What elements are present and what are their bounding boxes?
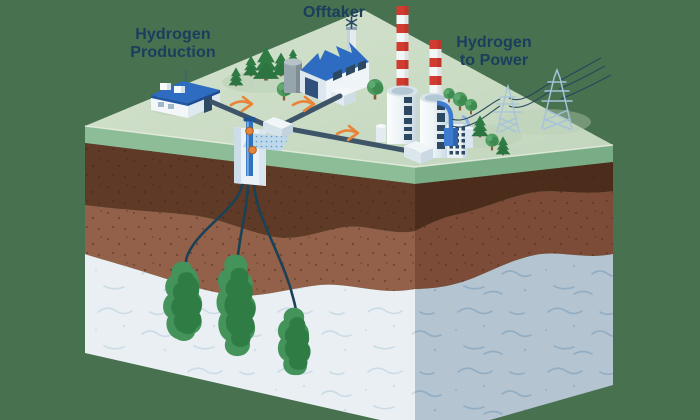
valve-handwheel-icon: [248, 145, 257, 155]
cooling-tower: [387, 85, 418, 144]
surface-pipeline: [209, 93, 417, 155]
soil-dark-front-speckle: [85, 143, 415, 238]
striped-chimney: [429, 40, 442, 98]
soil-dark-right-speckle: [415, 162, 613, 231]
storage-tank: [284, 58, 302, 93]
cavern-right: [277, 307, 311, 376]
hydrogen-production-building: [151, 70, 220, 118]
transmission-pylons: [451, 57, 612, 133]
cavern-left: [163, 261, 203, 341]
label-line: Offtaker: [302, 4, 366, 21]
label-line: to Power: [459, 51, 529, 69]
blue-pipework: [436, 100, 473, 148]
soil-mid-front-speckle: [85, 205, 415, 296]
salt-cavern-storage: [163, 254, 311, 376]
offtaker-factory: [300, 16, 369, 106]
rock-right-mottle: [415, 253, 613, 420]
label-line: Hydrogen: [135, 26, 211, 43]
flow-arrow-icon: [291, 95, 316, 113]
pipe-junction-box: [263, 117, 293, 138]
plant-base-box: [404, 141, 433, 164]
door: [204, 96, 212, 113]
label-hydrogen-production: Hydrogen Production: [108, 26, 238, 62]
pipe-junction-to-plant: [287, 126, 417, 155]
label-line: Hydrogen: [456, 34, 532, 51]
flow-arrow-icon: [335, 124, 360, 142]
wellhead-valve: [234, 117, 289, 186]
hydrogen-power-plant: [376, 6, 473, 164]
soil-mid-right-speckle: [415, 191, 613, 289]
label-offtaker: Offtaker: [282, 4, 386, 22]
factory-chimney: [345, 16, 358, 50]
pylon-icon: [493, 83, 523, 133]
factory-annex: [331, 86, 356, 106]
label-line: Production: [130, 43, 216, 61]
right-face-layers: [415, 145, 613, 420]
sawtooth-roof: [301, 42, 369, 81]
grass-edge-highlight: [84, 125, 614, 168]
flow-arrow-icon: [229, 95, 254, 113]
valve-handwheel-icon: [245, 126, 254, 136]
roller-door: [305, 77, 318, 99]
pipe-junction-to-offtaker: [281, 93, 343, 127]
cavern-middle: [216, 254, 256, 357]
grass-edge-right: [415, 145, 613, 184]
flow-arrows: [229, 95, 360, 142]
label-hydrogen-to-power: Hydrogen to Power: [442, 34, 546, 70]
pipe-production-to-junction: [209, 99, 269, 128]
striped-chimney: [396, 6, 409, 91]
pylon-icon: [541, 67, 573, 130]
